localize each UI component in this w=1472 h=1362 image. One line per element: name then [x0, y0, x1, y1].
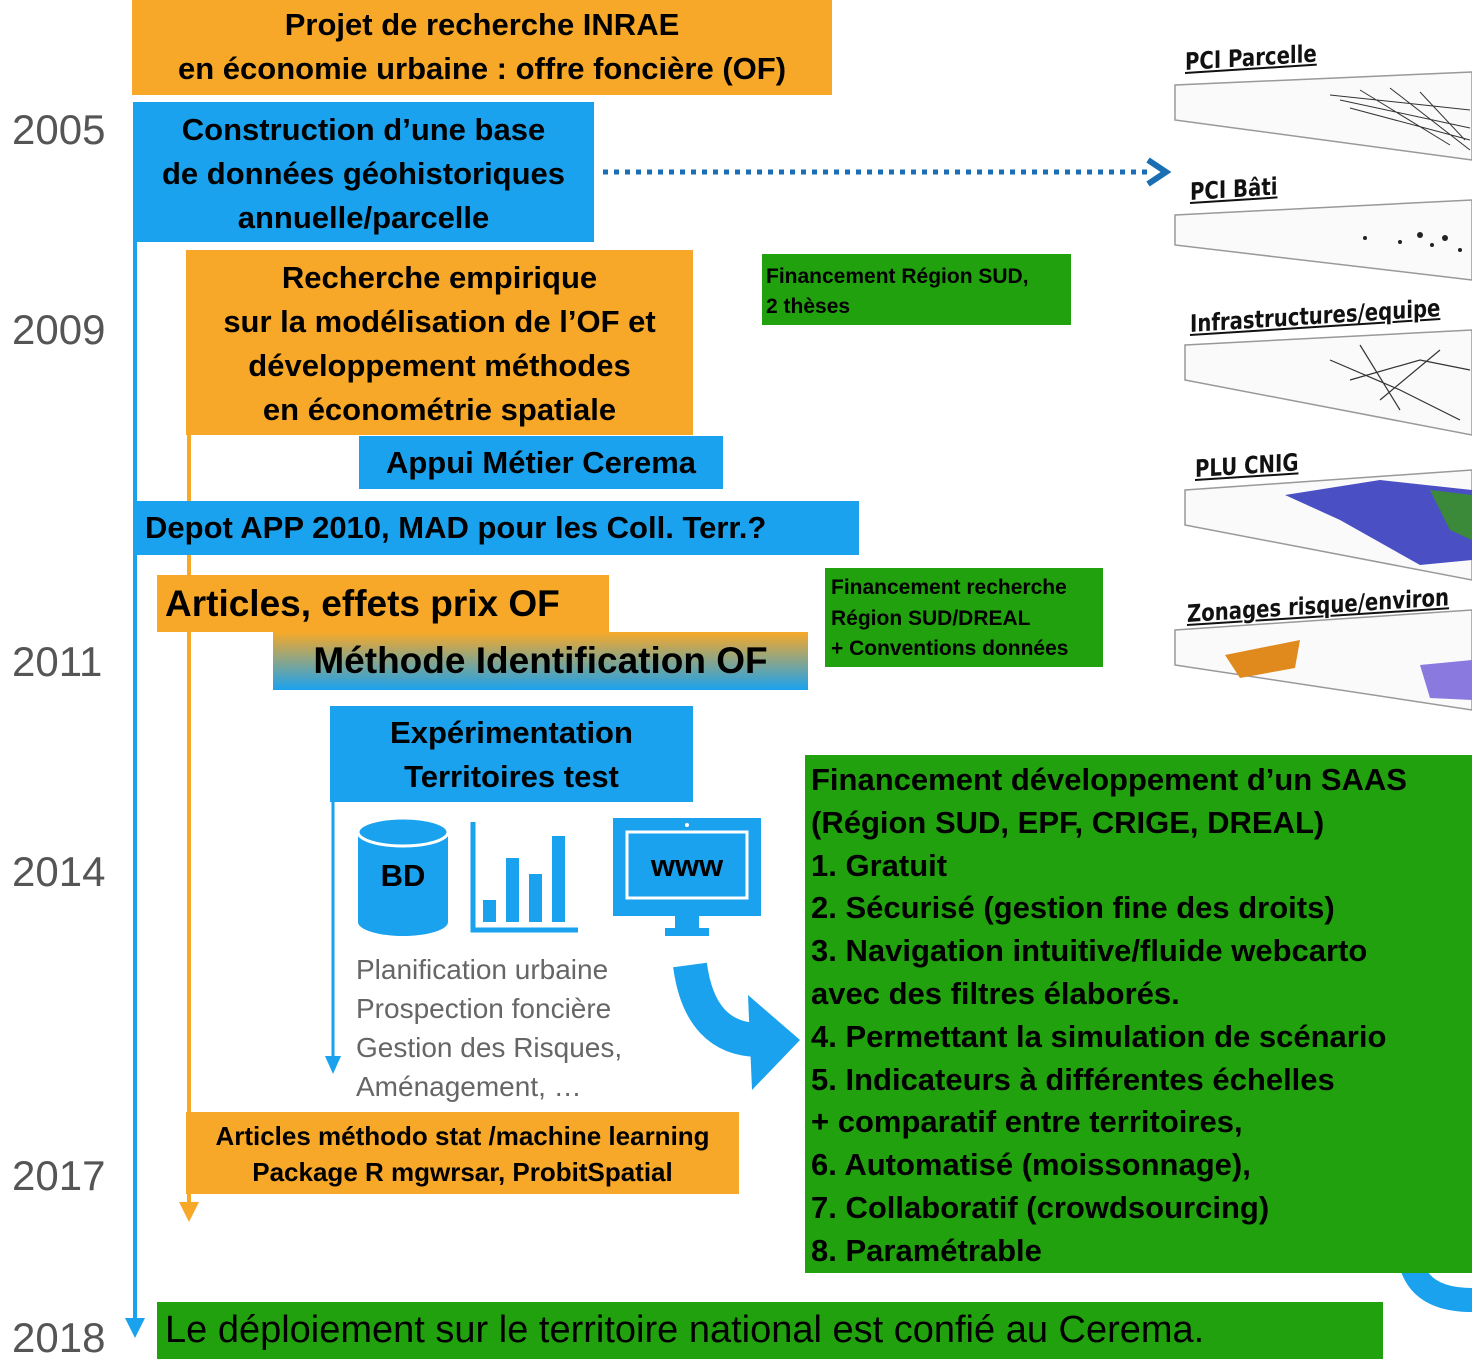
financement-recherche-line-1: Financement recherche [831, 576, 1067, 599]
layer-zonage-shape [1225, 640, 1300, 678]
curved-arrow-head [748, 995, 800, 1090]
layer-plu-shape-2 [1430, 490, 1472, 540]
recherche-line-2: sur la modélisation de l’OF et [223, 304, 656, 339]
saas-line-11: 7. Collaboratif (crowdsourcing) [811, 1189, 1270, 1225]
financement-region-line-2: 2 thèses [766, 295, 851, 318]
saas-line-1: Financement développement d’un SAAS [811, 762, 1407, 797]
saas-line-9: + comparatif entre territoires, [811, 1104, 1243, 1140]
articles-box: Articles, effets prix OF [157, 575, 609, 632]
layer-parcels-texture [1329, 87, 1471, 151]
saas-line-4: 2. Sécurisé (gestion fine des droits) [811, 890, 1335, 926]
layer-buildings-texture [1363, 232, 1462, 252]
experimentation-axis-arrowhead [325, 1056, 341, 1074]
year-2018: 2018 [12, 1314, 106, 1361]
saas-line-3: 1. Gratuit [811, 847, 948, 883]
curved-arrow [673, 962, 761, 1057]
saas-line-2: (Région SUD, EPF, CRIGE, DREAL) [811, 804, 1325, 840]
projet-line-2: en économie urbaine : offre foncière (OF… [177, 51, 787, 86]
financement-region-box: Financement Région SUD, 2 thèses [762, 254, 1071, 325]
bar-chart-icon [470, 822, 580, 934]
layer-plane-1 [1174, 71, 1472, 161]
layer-plane-2 [1174, 199, 1472, 281]
layer-plane-5 [1174, 609, 1472, 711]
methodo-line-1: Articles méthodo stat /machine learning [215, 1121, 710, 1151]
methodo-box: Articles méthodo stat /machine learning … [186, 1112, 739, 1194]
recherche-line-1: Recherche empirique [281, 260, 598, 295]
layer-plu-shape [1285, 480, 1472, 565]
construction-line-3: annuelle/parcelle [237, 200, 490, 235]
uses-item-1: Planification urbaine [356, 954, 609, 985]
deploiement-box: Le déploiement sur le territoire nationa… [157, 1302, 1383, 1359]
construction-box: Construction d’une base de données géohi… [133, 102, 594, 242]
construction-line-2: de données géohistoriques [161, 156, 566, 191]
layer-label-pci-bati: PCI Bâti [1190, 172, 1278, 206]
year-2011: 2011 [12, 638, 103, 685]
projet-line-1: Projet de recherche INRAE [284, 7, 680, 42]
saas-line-12: 8. Paramétrable [811, 1232, 1042, 1268]
uses-item-2: Prospection foncière [356, 993, 612, 1024]
experimentation-line-1: Expérimentation [390, 715, 633, 750]
saas-line-8: 5. Indicateurs à différentes échelles [811, 1061, 1335, 1097]
main-timeline-arrowhead [125, 1318, 145, 1338]
web-monitor-label: www [650, 848, 724, 883]
layer-infra-texture [1329, 344, 1471, 421]
saas-box: Financement développement d’un SAAS (Rég… [805, 755, 1472, 1273]
uses-item-4: Aménagement, … [356, 1071, 582, 1102]
web-monitor-icon: www [613, 818, 761, 938]
year-2005: 2005 [12, 106, 106, 153]
gis-layers-illustration [1174, 71, 1472, 711]
research-axis-arrowhead [179, 1202, 199, 1222]
database-icon: BD [356, 816, 450, 936]
recherche-box: Recherche empirique sur la modélisation … [186, 250, 693, 435]
saas-line-7: 4. Permettant la simulation de scénario [811, 1018, 1387, 1054]
construction-line-1: Construction d’une base [181, 112, 546, 147]
layer-zonage-shape-2 [1420, 660, 1472, 700]
saas-line-5: 3. Navigation intuitive/fluide webcarto [811, 933, 1368, 969]
experimentation-box: Expérimentation Territoires test [330, 706, 693, 802]
saas-line-6: avec des filtres élaborés. [811, 975, 1180, 1011]
financement-recherche-box: Financement recherche Région SUD/DREAL +… [825, 568, 1103, 667]
appui-box: Appui Métier Cerema [359, 436, 723, 489]
year-2009: 2009 [12, 306, 106, 353]
methodo-line-2: Package R mgwrsar, ProbitSpatial [252, 1157, 673, 1187]
year-2014: 2014 [12, 848, 106, 895]
projet-box: Projet de recherche INRAE en économie ur… [132, 0, 832, 95]
uses-item-3: Gestion des Risques, [356, 1032, 623, 1063]
database-icon-label: BD [380, 858, 426, 893]
uses-list: Planification urbaine Prospection fonciè… [356, 950, 622, 1106]
dotted-arrow-head [1146, 157, 1172, 187]
layer-plane-3 [1184, 329, 1472, 436]
year-2017: 2017 [12, 1152, 106, 1199]
financement-recherche-line-3: + Conventions données [831, 637, 1069, 660]
saas-line-10: 6. Automatisé (moissonnage), [811, 1147, 1251, 1183]
recherche-line-4: en économétrie spatiale [262, 392, 617, 427]
recherche-line-3: développement méthodes [248, 348, 631, 383]
methode-box: Méthode Identification OF [273, 632, 808, 690]
financement-recherche-line-2: Région SUD/DREAL [831, 606, 1031, 630]
experimentation-line-2: Territoires test [404, 759, 619, 794]
depot-box: Depot APP 2010, MAD pour les Coll. Terr.… [133, 501, 859, 555]
financement-region-line-1: Financement Région SUD, [766, 265, 1029, 288]
